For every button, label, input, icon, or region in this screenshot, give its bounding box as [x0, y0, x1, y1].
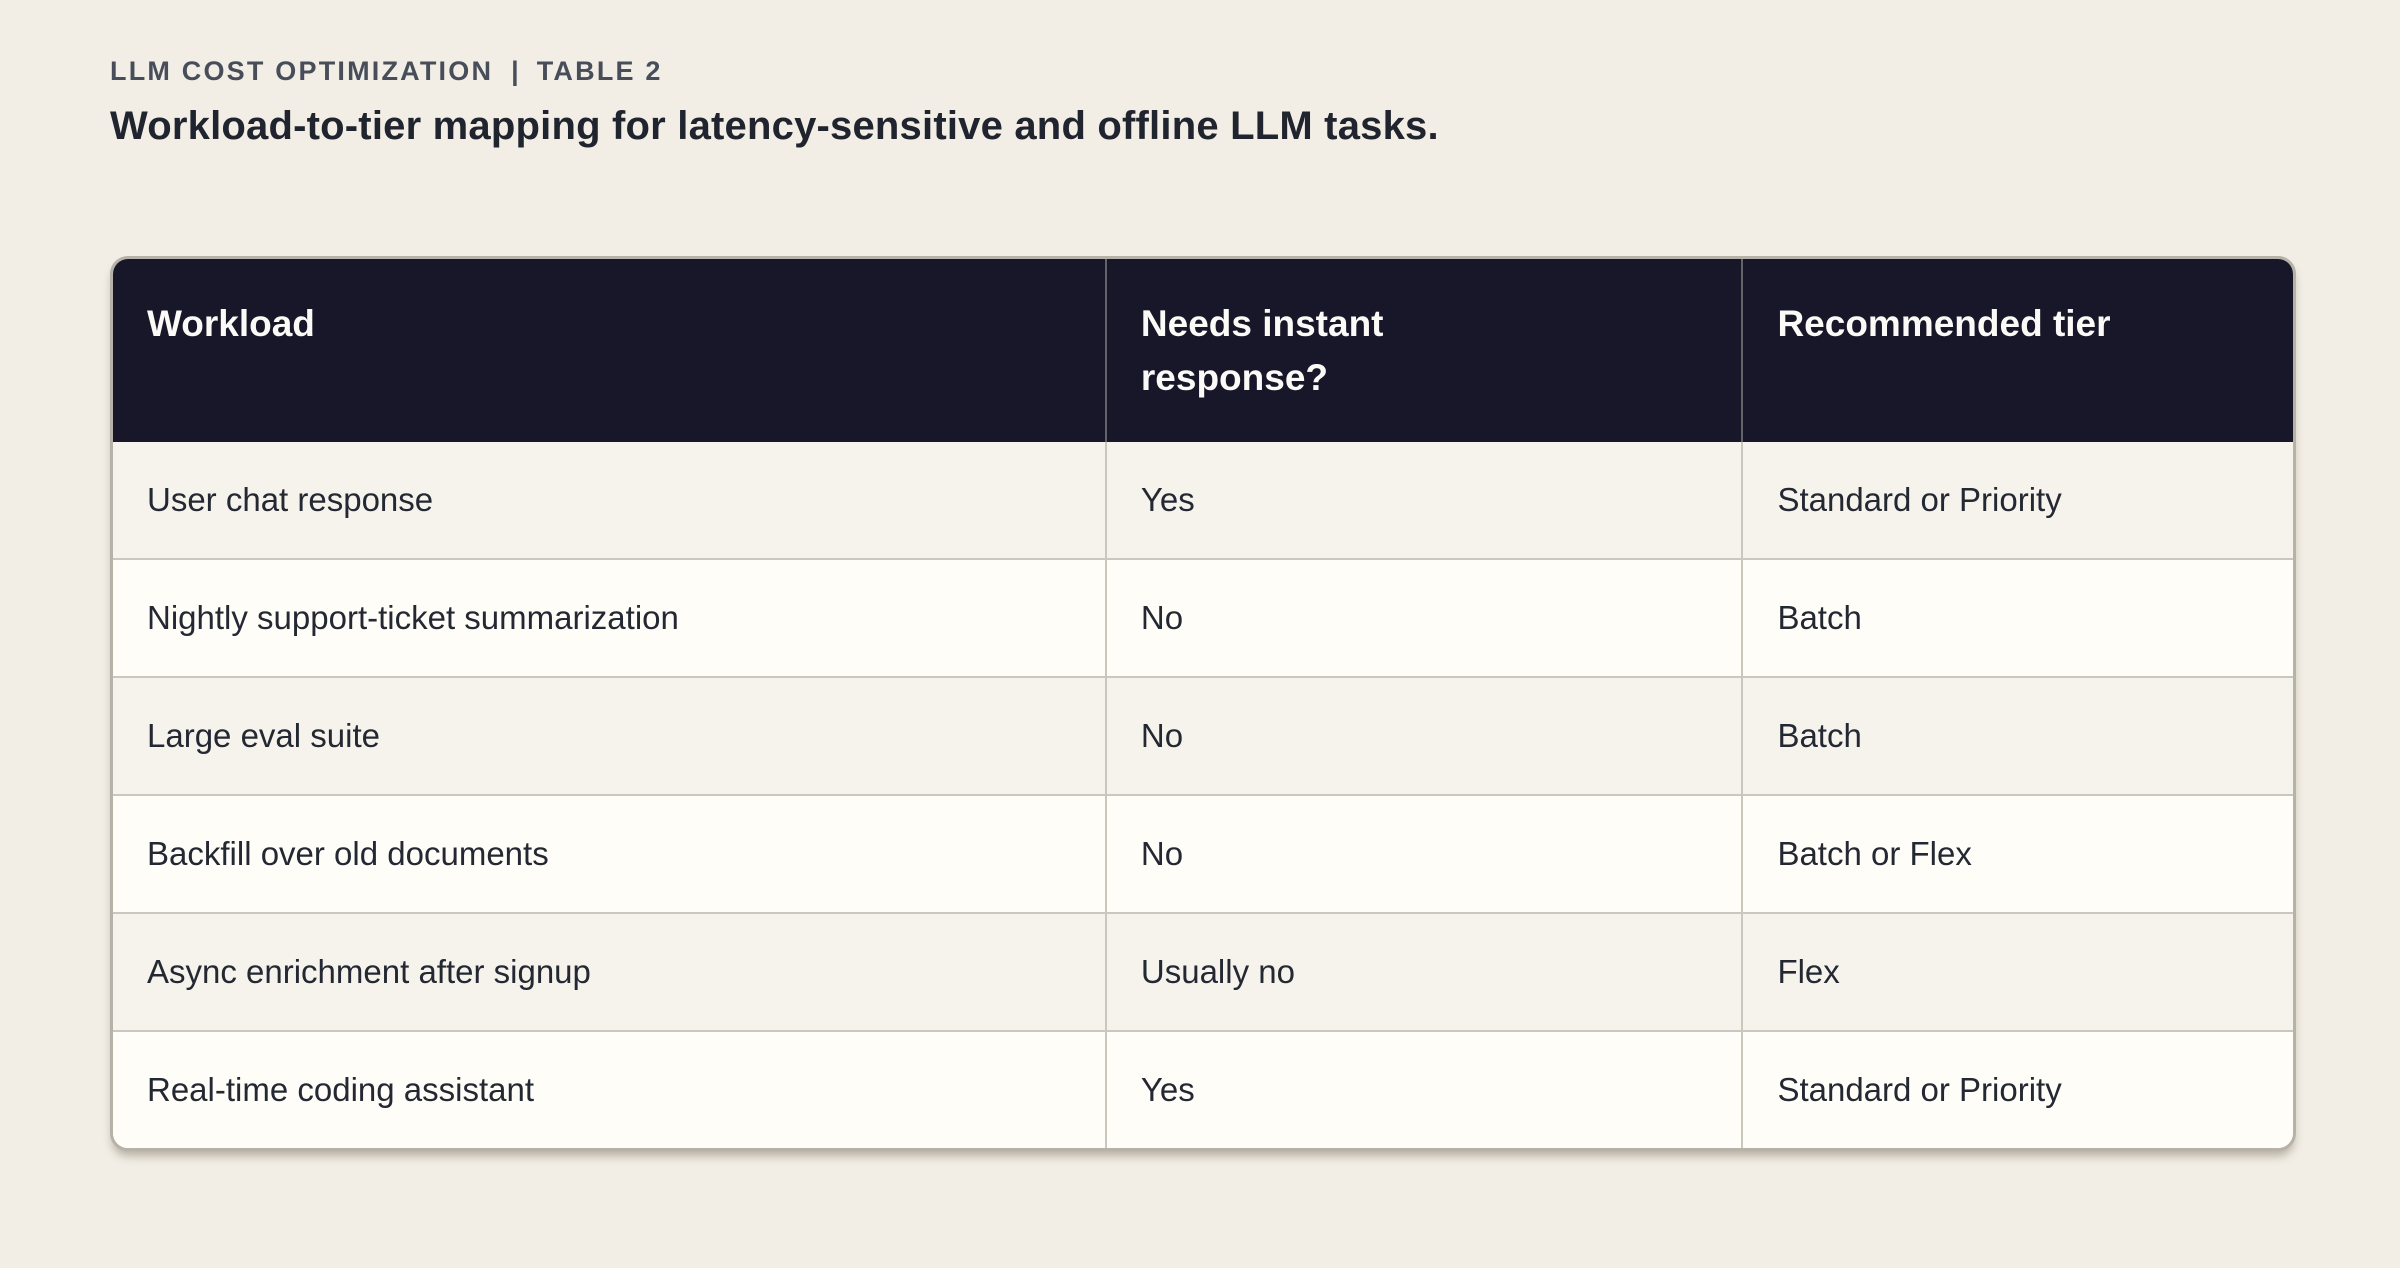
eyebrow: LLM COST OPTIMIZATION | TABLE 2: [110, 55, 2294, 88]
cell-needs-instant: No: [1104, 678, 1742, 794]
column-header-workload: Workload: [147, 303, 315, 344]
table-row: Nightly support-ticket summarization No …: [113, 558, 2293, 676]
column-header-recommended-tier: Recommended tier: [1741, 259, 2293, 442]
table-row: Backfill over old documents No Batch or …: [113, 794, 2293, 912]
column-header-needs-instant-response: Needs instant response?: [1104, 259, 1742, 442]
cell-recommended-tier: Standard or Priority: [1741, 442, 2293, 558]
cell-needs-instant: No: [1104, 560, 1742, 676]
cell-recommended-tier: Flex: [1741, 914, 2293, 1030]
cell-recommended-tier: Standard or Priority: [1741, 1032, 2293, 1148]
cell-workload: Backfill over old documents: [147, 834, 549, 872]
table-header-row: Workload Needs instant response? Recomme…: [113, 259, 2293, 442]
cell-needs-instant: No: [1104, 796, 1742, 912]
cell-needs-instant: Yes: [1104, 1032, 1742, 1148]
page-title: Workload-to-tier mapping for latency-sen…: [110, 104, 1439, 148]
workload-tier-table: Workload Needs instant response? Recomme…: [110, 256, 2296, 1151]
cell-recommended-tier: Batch or Flex: [1741, 796, 2293, 912]
cell-workload: Nightly support-ticket summarization: [147, 598, 679, 636]
content-area: LLM COST OPTIMIZATION | TABLE 2 Workload…: [110, 55, 2296, 1151]
cell-recommended-tier: Batch: [1741, 678, 2293, 794]
cell-needs-instant: Yes: [1104, 442, 1742, 558]
eyebrow-separator: |: [511, 56, 519, 86]
table-row: Async enrichment after signup Usually no…: [113, 912, 2293, 1030]
cell-recommended-tier: Batch: [1741, 560, 2293, 676]
cell-workload: Large eval suite: [147, 716, 380, 754]
eyebrow-category: LLM COST OPTIMIZATION: [110, 56, 494, 86]
cell-needs-instant: Usually no: [1104, 914, 1742, 1030]
table-row: User chat response Yes Standard or Prior…: [113, 442, 2293, 558]
cell-workload: User chat response: [147, 480, 434, 518]
cell-workload: Async enrichment after signup: [147, 952, 591, 990]
eyebrow-table-label: TABLE 2: [536, 56, 663, 86]
cell-workload: Real-time coding assistant: [147, 1070, 535, 1108]
table-row: Real-time coding assistant Yes Standard …: [113, 1030, 2293, 1148]
table-row: Large eval suite No Batch: [113, 676, 2293, 794]
